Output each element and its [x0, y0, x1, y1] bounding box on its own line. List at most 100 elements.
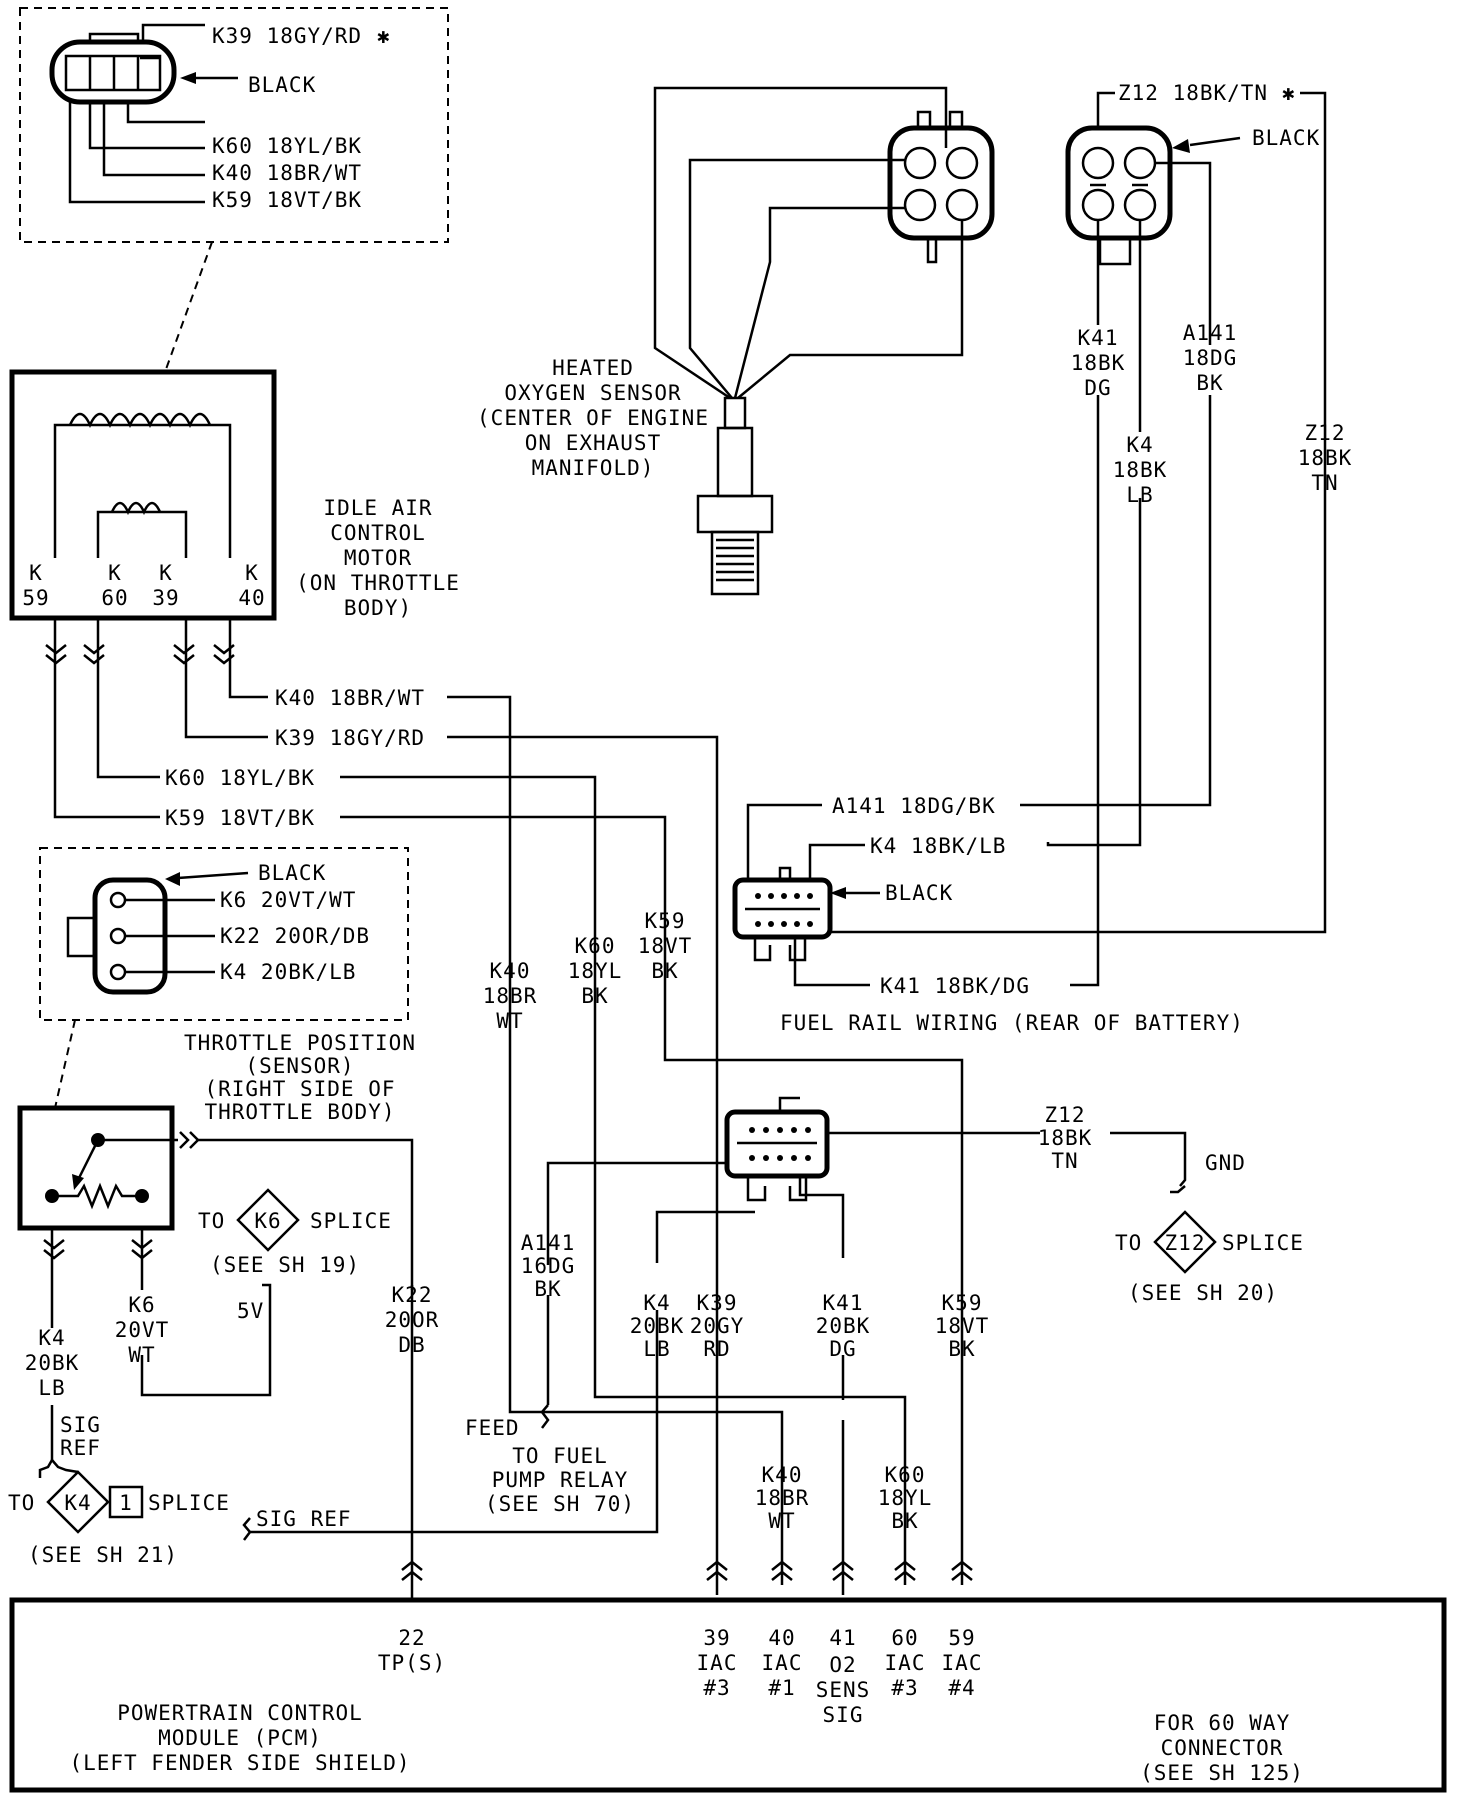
- a141-label: BK: [1196, 371, 1223, 395]
- iac-pin-label: K: [245, 561, 259, 585]
- o2-sensor: HEATED OXYGEN SENSOR (CENTER OF ENGINE O…: [477, 86, 995, 596]
- fuel-rail-connector: Z12 18BK/TN ✱ BLACK K41 18BK DG A141 18D…: [830, 81, 1353, 987]
- voltage-label: 5V: [237, 1299, 264, 1323]
- o2-sensor-label: MANIFOLD): [532, 456, 655, 480]
- pcm-pin-label: IAC: [697, 1651, 738, 1675]
- pcm-pin-label: IAC: [885, 1651, 926, 1675]
- k60-label: BK: [891, 1509, 918, 1533]
- pcm-pin-label: SIG: [823, 1703, 864, 1727]
- pcm-pin-label: SENS: [816, 1678, 871, 1702]
- k4-label: 18BK: [1113, 458, 1168, 482]
- iac-connector-detail: K39 18GY/RD ✱ BLACK K60 18YL/BK K40 18BR…: [19, 7, 449, 373]
- z12-v-label: TN: [1311, 471, 1338, 495]
- k4-label: K4: [643, 1291, 670, 1315]
- k4-label: LB: [643, 1337, 670, 1361]
- iac-chevrons: [45, 644, 235, 665]
- color-label: BLACK: [258, 861, 326, 885]
- k22-label: 20OR: [385, 1308, 440, 1332]
- a141-label: A141: [1183, 321, 1238, 345]
- o2-sensor-label: HEATED: [552, 356, 634, 380]
- iac-pin-label: K: [159, 561, 173, 585]
- k40-label: K40: [490, 959, 531, 983]
- color-label: BLACK: [248, 73, 316, 97]
- pcm: 22 TP(S) 39 IAC #3 40 IAC #1 41 O2 SENS …: [9, 1597, 1447, 1793]
- k41-label: K41: [823, 1291, 864, 1315]
- k59-label: BK: [651, 959, 678, 983]
- k59-label: K59 18VT/BK: [212, 188, 362, 212]
- pcm-pin-num: 39: [703, 1626, 730, 1650]
- iac-pin-label: 60: [101, 586, 128, 610]
- splice-label: SPLICE: [310, 1209, 392, 1233]
- splice-to: TO: [198, 1209, 225, 1233]
- pcm-pin-num: 40: [768, 1626, 795, 1650]
- k22-label: DB: [398, 1333, 425, 1357]
- splice-k6: K6 TO SPLICE (SEE SH 19) 5V: [198, 1188, 392, 1323]
- lower-wire-labels: A141 16DG BK K4 20BK LB K39 20GY RD K41 …: [521, 1231, 989, 1533]
- pcm-pin-label: #3: [891, 1676, 918, 1700]
- splice-num: 1: [119, 1491, 133, 1515]
- sig-ref-label: SIG REF: [256, 1507, 352, 1531]
- z12-label: 18BK: [1038, 1126, 1093, 1150]
- k40-label: WT: [768, 1509, 795, 1533]
- splice-see: (SEE SH 19): [210, 1253, 360, 1277]
- k4-label: K4: [38, 1326, 65, 1350]
- z12-v-label: 18BK: [1298, 446, 1353, 470]
- tps-label: (RIGHT SIDE OF: [204, 1077, 395, 1101]
- k40-label: 18BR: [755, 1486, 810, 1510]
- pcm-pin-label: #4: [948, 1676, 975, 1700]
- k40-label: K40 18BR/WT: [212, 161, 362, 185]
- a141-label: A141: [521, 1231, 576, 1255]
- k59-label: 18VT: [638, 934, 693, 958]
- k60-label: K60: [885, 1463, 926, 1487]
- k40-wire-label: K40 18BR/WT: [275, 686, 425, 710]
- feed-label: FEED: [465, 1416, 520, 1440]
- k59-label: K59: [645, 909, 686, 933]
- fuel-rail-wiring: A141 18DG/BK K4 18BK/LB BLACK K41 18BK/D…: [732, 794, 1243, 1035]
- color-label: BLACK: [885, 881, 953, 905]
- k39-label: 20GY: [690, 1314, 745, 1338]
- iac-pin-label: K: [29, 561, 43, 585]
- gnd-label: GND: [1205, 1151, 1246, 1175]
- k60-label: K60 18YL/BK: [212, 134, 362, 158]
- o2-sensor-label: OXYGEN SENSOR: [504, 381, 681, 405]
- splice-see: (SEE SH 21): [28, 1543, 178, 1567]
- k60-wire-label: K60 18YL/BK: [165, 766, 315, 790]
- a141-label: BK: [534, 1277, 561, 1301]
- pcm-pin-num: 60: [891, 1626, 918, 1650]
- splice-k4: K4 1 TO SPLICE (SEE SH 21) SIG REF SIG R…: [8, 1310, 659, 1567]
- splice-to: TO: [8, 1491, 35, 1515]
- pcm-pin-label: #3: [703, 1676, 730, 1700]
- pcm-harness-connector: [540, 1096, 1187, 1595]
- k4-label: K4 20BK/LB: [220, 960, 356, 984]
- tps-label: THROTTLE POSITION: [184, 1031, 416, 1055]
- k39-label: K39: [697, 1291, 738, 1315]
- k60-label: BK: [581, 984, 608, 1008]
- pcm-pin-label: IAC: [762, 1651, 803, 1675]
- k60-label: 18YL: [878, 1486, 933, 1510]
- iac-pin-label: 39: [152, 586, 179, 610]
- k6-label: WT: [128, 1343, 155, 1367]
- iac-pin-label: K: [108, 561, 122, 585]
- k4-label: 20BK: [25, 1351, 80, 1375]
- splice-see: (SEE SH 20): [1128, 1281, 1278, 1305]
- a141-label: 18DG: [1183, 346, 1238, 370]
- splice-tag: K4: [64, 1491, 91, 1515]
- o2-sensor-label: (CENTER OF ENGINE: [477, 406, 709, 430]
- asterisk: ✱: [377, 24, 391, 48]
- pcm-note: (SEE SH 125): [1140, 1761, 1304, 1785]
- pcm-note: FOR 60 WAY: [1154, 1711, 1290, 1735]
- iac-motor-label: MOTOR: [344, 546, 412, 570]
- k60-label: 18YL: [568, 959, 623, 983]
- pcm-note: CONNECTOR: [1161, 1736, 1284, 1760]
- k41-wire-label: K41 18BK/DG: [880, 974, 1030, 998]
- splice-tag: K6: [254, 1209, 281, 1233]
- z12-label: TN: [1051, 1149, 1078, 1173]
- k41-label: DG: [1084, 376, 1111, 400]
- k6-label: K6 20VT/WT: [220, 888, 356, 912]
- k6-label: K6: [128, 1293, 155, 1317]
- k60-label: K60: [575, 934, 616, 958]
- k41-label: 18BK: [1071, 351, 1126, 375]
- tps-wires: K4 20BK LB K6 20VT WT K22 20OR DB: [25, 1283, 440, 1460]
- iac-pin-label: 40: [238, 586, 265, 610]
- tps: THROTTLE POSITION (SENSOR) (RIGHT SIDE O…: [17, 1031, 416, 1600]
